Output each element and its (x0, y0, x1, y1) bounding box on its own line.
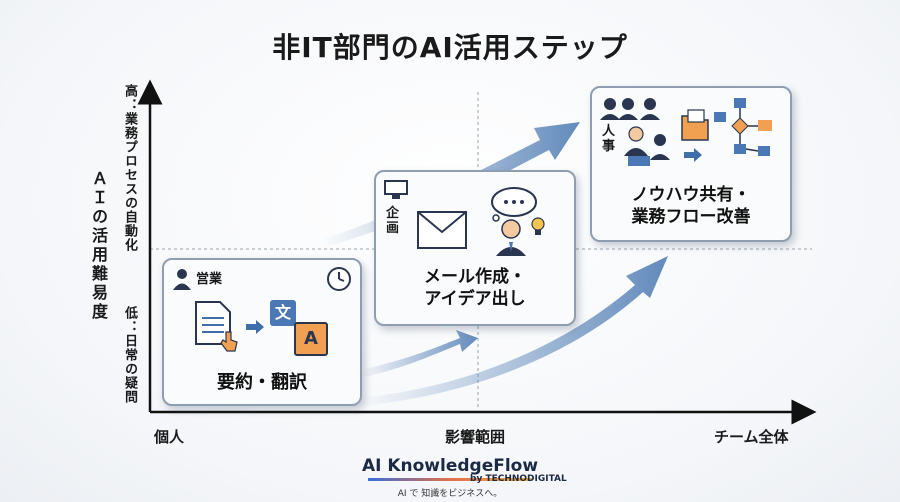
thought-bubble-icon (491, 187, 537, 222)
lightbulb-icon (531, 217, 545, 235)
arrow-right-icon (684, 148, 702, 162)
step-label-sales: 要約・翻訳 (217, 372, 307, 393)
step-tag-planning: 企画 (386, 206, 400, 236)
progress-arrow-lower (360, 330, 478, 378)
envelope-icon (417, 211, 467, 249)
step-label-hr-line2: 業務フロー改善 (631, 207, 751, 227)
y-axis-low-label: 低：日常の疑問 (122, 306, 137, 404)
team-icon (600, 98, 670, 166)
hand-pointer-icon (220, 331, 238, 352)
step-label-planning-line2: アイデア出し (424, 289, 526, 309)
y-axis-label: ＡＩの活用難易度 (89, 170, 108, 322)
arrow-right-icon (246, 320, 264, 334)
step-card-planning: 企画 メール作成・ アイデア出し (374, 170, 576, 326)
step-tag-sales: 営業 (196, 272, 223, 287)
y-axis-high-label: 高：業務プロセスの自動化 (122, 84, 137, 252)
computer-icon (384, 180, 408, 199)
page-title: 非IT部門のAI活用ステップ (272, 31, 628, 64)
brand-byline: by TECHNODIGITAL (470, 474, 567, 484)
step-label-planning-line1: メール作成・ (424, 267, 526, 287)
x-axis-left-label: 個人 (154, 428, 185, 446)
clock-icon (327, 267, 351, 291)
brand-gradient-bar (368, 478, 532, 481)
brand-tagline: AI で 知識をビジネスへ。 (397, 489, 503, 499)
step-label-hr: ノウハウ共有・ 業務フロー改善 (592, 184, 790, 228)
brand-name: AI KnowledgeFlow (361, 456, 539, 476)
document-icon (195, 301, 231, 345)
person-icon (173, 269, 191, 290)
folder-icon (681, 109, 709, 141)
step-card-hr: 人事 ノウハウ共有・ 業務フロー改善 (590, 86, 792, 242)
x-axis-right-label: チーム全体 (714, 428, 789, 446)
translate-glyph-kanji: 文 (270, 300, 296, 326)
businessman-icon (496, 219, 526, 256)
step-card-sales: 営業 文 A 要約・翻訳 (162, 258, 362, 406)
x-axis-center-label: 影響範囲 (445, 428, 506, 446)
step-label-hr-line1: ノウハウ共有・ (631, 185, 751, 205)
step-label-planning: メール作成・ アイデア出し (376, 266, 574, 310)
translate-glyph-latin: A (294, 322, 328, 356)
translate-icon: 文 A (270, 300, 330, 356)
flowchart-icon (714, 98, 772, 156)
progress-arrow-bottom (360, 256, 668, 406)
step-tag-hr: 人事 (602, 124, 616, 154)
